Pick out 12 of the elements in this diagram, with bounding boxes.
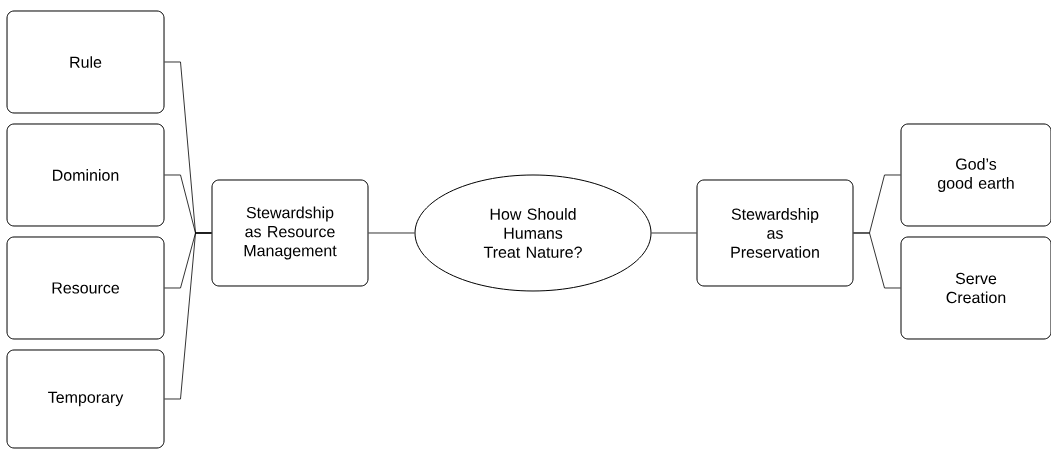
connector-line [853,232,901,289]
term-box: Rule [6,10,165,114]
category-box: Stewardship as Resource Management [211,179,369,287]
term-box: Serve Creation [900,236,1051,340]
category-box: Stewardship as Preservation [696,179,854,287]
term-box: Resource [6,236,165,340]
connector-line [368,232,415,234]
connector-line [651,232,697,234]
term-box: Temporary [6,349,165,449]
connector-line [164,232,212,400]
term-box: God’s good earth [900,123,1051,227]
term-box: Dominion [6,123,165,227]
